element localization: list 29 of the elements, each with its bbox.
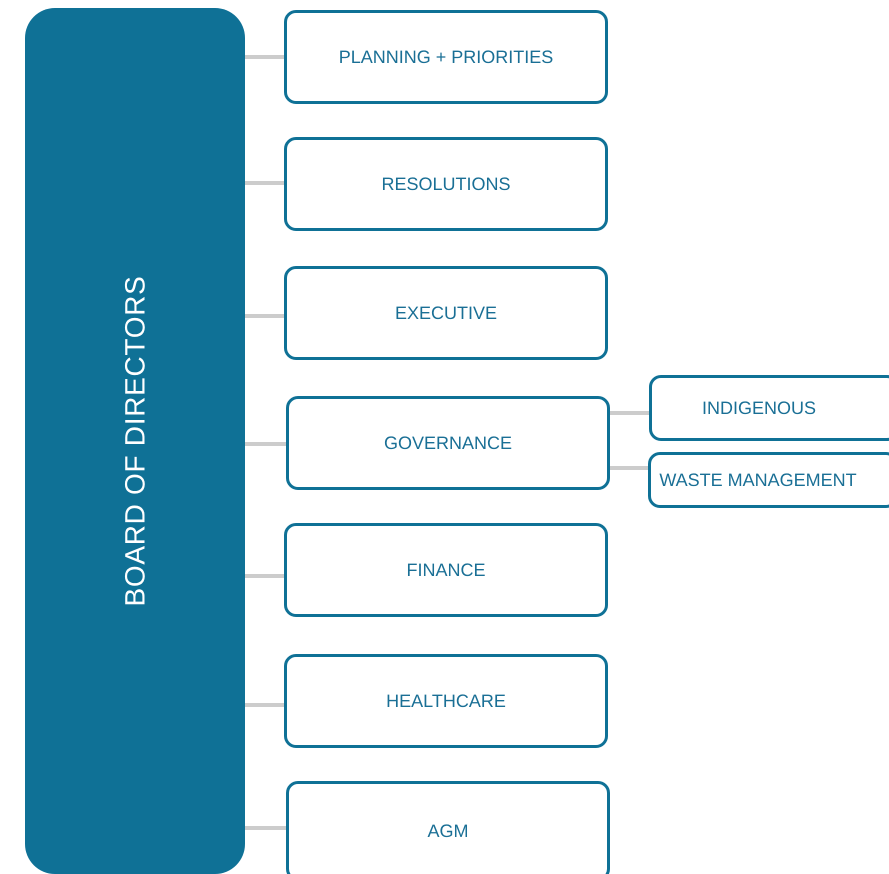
board-panel: [25, 8, 245, 874]
committee-box: [648, 452, 889, 508]
committee-label: AGM: [427, 820, 468, 842]
committee-box: [284, 266, 608, 360]
committee-box: [284, 523, 608, 617]
committee-label: FINANCE: [406, 558, 486, 582]
committee-box: [286, 396, 610, 490]
connector-line: [245, 181, 284, 185]
committee-box: [284, 137, 608, 231]
connector-line: [245, 703, 284, 707]
committee-box: [286, 781, 610, 874]
connector-line: [245, 314, 284, 318]
committee-box: [649, 375, 889, 441]
committee-box: [284, 10, 608, 104]
connector-line: [610, 411, 649, 415]
committee-label: WASTE MANAGEMENT: [659, 468, 857, 492]
connector-line: [610, 466, 648, 470]
connector-line: [245, 574, 284, 578]
committee-label: RESOLUTIONS: [381, 172, 511, 196]
committee-label: EXECUTIVE: [394, 302, 498, 324]
connector-line: [245, 442, 286, 446]
board-title: BOARD OF DIRECTORS: [118, 276, 151, 606]
committee-label: PLANNING + PRIORITIES: [338, 46, 554, 68]
connector-line: [245, 55, 284, 59]
connector-line: [245, 826, 286, 830]
committee-box: [284, 654, 608, 748]
committee-label: HEALTHCARE: [386, 690, 506, 712]
committee-label: GOVERNANCE: [384, 432, 512, 454]
committee-label: INDIGENOUS: [702, 396, 816, 420]
